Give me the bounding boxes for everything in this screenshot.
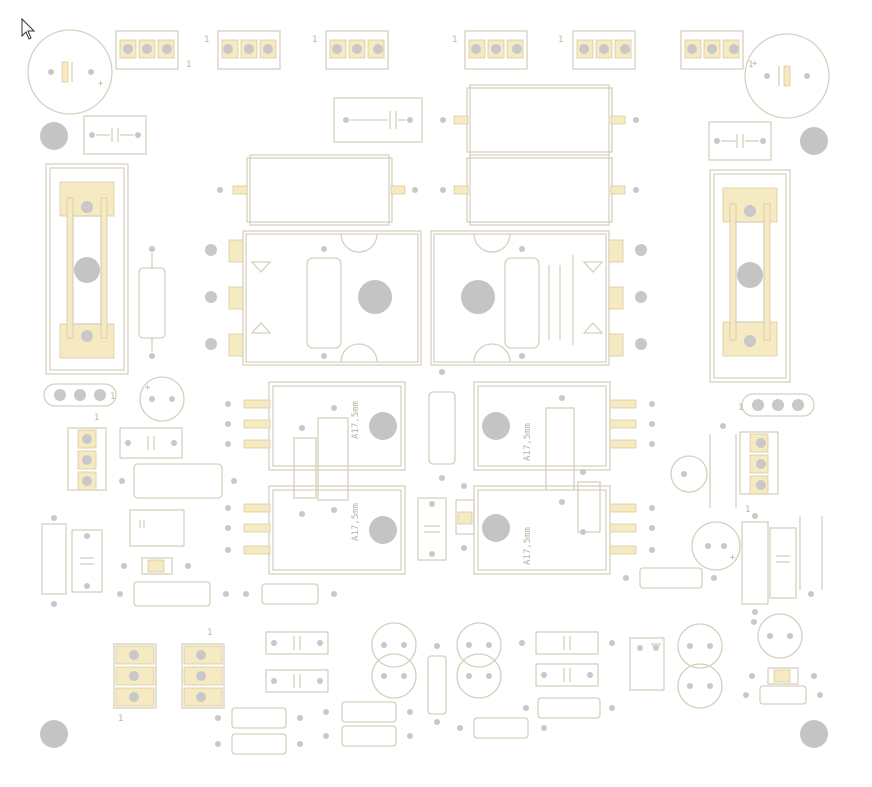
- pin1-label: 1: [452, 35, 457, 45]
- capacitor-film: [41, 515, 67, 607]
- pin1-label: 1: [118, 714, 123, 724]
- resistor: [457, 717, 547, 739]
- pin1-label: 1: [94, 413, 99, 423]
- capacitor-film: [769, 527, 797, 599]
- capacitor-film: [708, 121, 772, 161]
- bridge-rectifier: [629, 637, 665, 691]
- pin1-label: 1: [186, 60, 191, 70]
- capacitor-electrolytic: [677, 663, 723, 709]
- resistor: [138, 246, 166, 359]
- terminal-block-left-vertical: [67, 427, 107, 491]
- capacitor-electrolytic: [371, 622, 417, 668]
- heatsink-module: A17,5mm: [473, 485, 655, 575]
- capacitor-film: [519, 631, 615, 655]
- resistor: [577, 481, 601, 533]
- pin1-label: 1: [745, 505, 750, 515]
- resistor: [523, 697, 615, 719]
- diode: [121, 557, 191, 575]
- pin1-label: 1: [558, 35, 563, 45]
- resistor: [117, 581, 229, 607]
- capacitor-bulk-right: +: [744, 33, 830, 119]
- capacitor-film: [799, 516, 823, 597]
- capacitor-electrolytic: [456, 653, 502, 699]
- resistor: [623, 567, 717, 589]
- footprint-label: A17,5mm: [351, 503, 361, 541]
- resistor: [243, 583, 337, 605]
- terminal-block-top-1: [115, 30, 179, 70]
- footprint-label: A17,5mm: [351, 401, 361, 439]
- resistor: [545, 407, 575, 491]
- capacitor-electrolytic: [677, 623, 723, 669]
- resistor: [119, 463, 237, 499]
- resistor: [323, 701, 413, 723]
- pin1-label: 1: [207, 628, 212, 638]
- capacitor-film: [265, 669, 329, 693]
- pin1-label: 1: [110, 392, 115, 402]
- capacitor-film: [535, 663, 599, 687]
- terminal-block-top-6: [680, 30, 744, 70]
- svg-text:+: +: [752, 59, 758, 69]
- capacitor-film: [265, 631, 329, 655]
- power-resistor: [440, 84, 639, 156]
- fuse-holder-right: [709, 169, 791, 383]
- terminal-block-bottom-1: [113, 643, 157, 709]
- pin1-label: 1: [312, 35, 317, 45]
- pin1-label: 1: [738, 403, 743, 413]
- power-resistor: [217, 154, 418, 226]
- capacitor-film: [709, 423, 737, 508]
- terminal-block-top-5: [572, 30, 636, 70]
- header-3pin: [43, 383, 117, 407]
- terminal-block-top-2: [217, 30, 281, 70]
- capacitor-film: [741, 513, 769, 615]
- svg-text:+: +: [98, 79, 104, 89]
- svg-text:+: +: [145, 383, 151, 393]
- relay-left: [205, 230, 422, 366]
- terminal-block-right-vertical: [739, 431, 779, 495]
- footprint-label: A17,5mm: [523, 527, 533, 565]
- capacitor-bulk-left: +: [27, 29, 113, 115]
- fuse-holder-left: [45, 163, 129, 375]
- capacitor-film: [333, 97, 423, 143]
- capacitor-film: [417, 497, 447, 561]
- capacitor-electrolytic: [371, 653, 417, 699]
- svg-text:+: +: [730, 553, 736, 563]
- resistor: [743, 685, 823, 705]
- resistor: [323, 725, 413, 747]
- heatsink-module: A17,5mm: [225, 381, 406, 471]
- resistor: [427, 643, 447, 725]
- resistor: [215, 707, 303, 729]
- relay-right: [430, 230, 647, 366]
- header-3pin: [741, 393, 815, 417]
- footprint-label: A17,5mm: [523, 423, 533, 461]
- capacitor-electrolytic: +: [139, 376, 185, 422]
- resistor: [215, 733, 303, 755]
- diode: [455, 483, 475, 551]
- diode: [749, 667, 817, 685]
- mounting-hole: [800, 127, 828, 155]
- capacitor-electrolytic: [751, 613, 803, 659]
- pin1-label: 1: [204, 35, 209, 45]
- heatsink-module: A17,5mm: [225, 485, 406, 575]
- capacitor-film: [129, 509, 185, 547]
- capacitor-film: [83, 115, 147, 155]
- mounting-hole: [800, 720, 828, 748]
- terminal-block-top-4: [464, 30, 528, 70]
- resistor: [293, 437, 317, 499]
- resistor: [428, 369, 456, 481]
- capacitor-film: [71, 529, 103, 593]
- pin1-label: 1: [748, 60, 753, 70]
- power-resistor: [440, 154, 639, 226]
- heatsink-module: A17,5mm: [473, 381, 655, 471]
- mounting-hole: [40, 122, 68, 150]
- mouse-pointer-icon: [21, 17, 36, 40]
- capacitor-film: [119, 427, 183, 459]
- mounting-hole: [40, 720, 68, 748]
- capacitor-electrolytic: +: [691, 521, 741, 571]
- terminal-block-top-3: [325, 30, 389, 70]
- terminal-block-bottom-2: [181, 643, 225, 709]
- resistor: [317, 417, 349, 501]
- capacitor-electrolytic: [670, 455, 708, 493]
- capacitor-electrolytic: [456, 622, 502, 668]
